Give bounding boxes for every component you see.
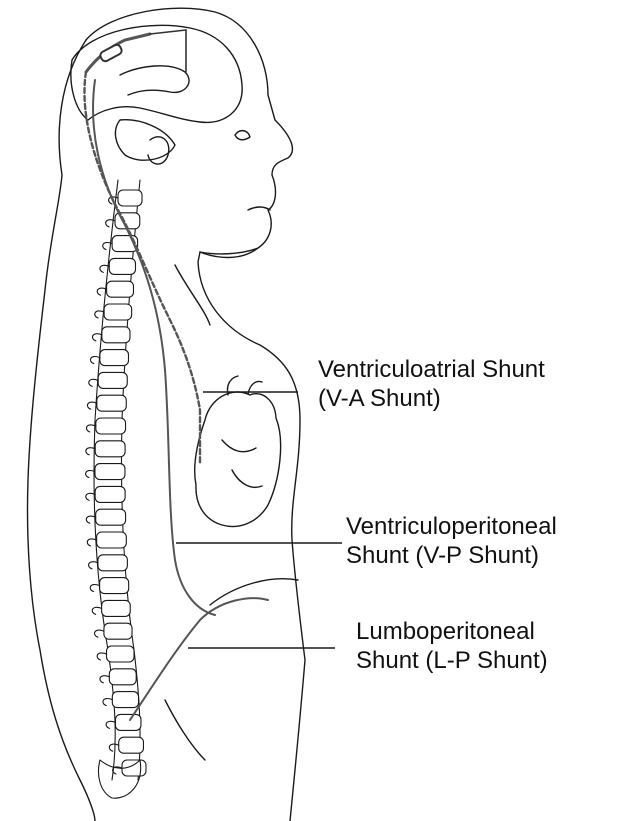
vertebra [95, 464, 125, 480]
vertebra [97, 395, 126, 411]
ventricle [120, 66, 189, 95]
va-shunt-label-line2: (V-A Shunt) [318, 384, 545, 413]
lp-shunt-label-line1: Lumboperitoneal [356, 617, 548, 646]
vertebra [100, 578, 129, 594]
vertebra-process [95, 630, 104, 637]
vertebra-process [87, 539, 96, 546]
vertebra [112, 692, 138, 708]
vertebra-process [92, 607, 101, 614]
vp-shunt-label-line2: Shunt (V-P Shunt) [346, 541, 557, 570]
vertebra [107, 646, 135, 662]
neck-line [175, 265, 210, 325]
vertebra [97, 532, 127, 548]
vertebra [107, 281, 134, 297]
eye [235, 131, 250, 140]
vertebra-process [89, 379, 98, 386]
lp-shunt-label: Lumboperitoneal Shunt (L-P Shunt) [356, 617, 548, 675]
vertebra-process [97, 653, 106, 660]
heart [195, 392, 281, 526]
vp-shunt-label: Ventriculoperitoneal Shunt (V-P Shunt) [346, 512, 557, 570]
vertebra [102, 600, 131, 616]
vertebra [118, 190, 142, 206]
spine [86, 180, 146, 798]
vertebra-process [89, 562, 98, 569]
shunt-reservoir [99, 43, 123, 62]
vertebra [102, 327, 130, 343]
vertebra [96, 418, 126, 434]
back-outline [28, 40, 96, 821]
vertebra-process [86, 516, 95, 523]
vertebra-process [103, 698, 112, 705]
vertebra [100, 350, 129, 366]
hip-line [165, 700, 205, 760]
lp-shunt-catheter [130, 598, 268, 720]
brain-outline [71, 25, 242, 122]
vertebra [115, 714, 140, 730]
vertebra [95, 441, 125, 457]
va-shunt-label-line1: Ventriculoatrial Shunt [318, 355, 545, 384]
vertebra-process [92, 334, 101, 341]
vertebra-process [90, 356, 99, 363]
vertebra-process [100, 676, 109, 683]
va-shunt-label: Ventriculoatrial Shunt (V-A Shunt) [318, 355, 545, 413]
vertebra [98, 555, 127, 571]
vertebra-process [106, 721, 115, 728]
vertebra [109, 669, 136, 685]
lp-shunt-label-line2: Shunt (L-P Shunt) [356, 646, 548, 675]
vertebra [119, 737, 144, 753]
vertebra [95, 486, 125, 502]
vertebra-process [109, 744, 118, 751]
abdomen-line [210, 579, 298, 605]
vertebra [96, 509, 126, 525]
vertebra-process [106, 220, 115, 227]
vertebra [104, 304, 132, 320]
vertebra [98, 372, 127, 388]
vertebra-process [90, 584, 99, 591]
mouth [248, 207, 270, 210]
vertebra [109, 258, 135, 274]
vp-shunt-label-line1: Ventriculoperitoneal [346, 512, 557, 541]
vertebra [104, 623, 132, 639]
